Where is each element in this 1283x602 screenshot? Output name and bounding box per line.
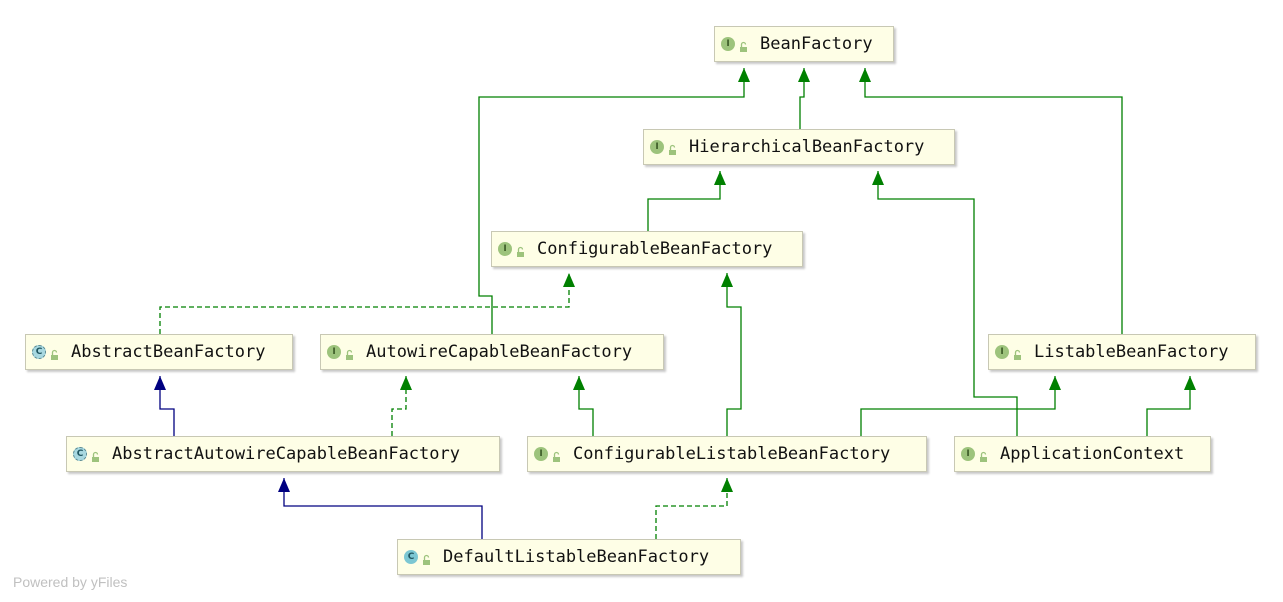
node-label: ListableBeanFactory (1034, 342, 1229, 362)
edge-extends-HierarchicalBeanFactory-to-BeanFactory (798, 68, 810, 129)
node-configurable-listable-bean-factory[interactable]: I ConfigurableListableBeanFactory (527, 436, 927, 472)
edge-extends-ConfigurableBeanFactory-to-HierarchicalBeanFactory (647, 171, 726, 231)
public-visibility-icon (1012, 346, 1024, 360)
interface-icon: I (534, 447, 548, 461)
node-autowire-capable-bean-factory[interactable]: I AutowireCapableBeanFactory (320, 334, 664, 370)
public-visibility-icon (421, 551, 433, 565)
public-visibility-icon (738, 38, 750, 52)
edge-extends-ApplicationContext-to-ListableBeanFactory (1146, 376, 1196, 436)
public-visibility-icon (49, 346, 61, 360)
abstract-class-icon: C (73, 447, 87, 461)
arrowhead (714, 171, 726, 185)
node-abstract-bean-factory[interactable]: C AbstractBeanFactory (25, 334, 293, 370)
arrowhead (1184, 376, 1196, 390)
node-hierarchical-bean-factory[interactable]: I HierarchicalBeanFactory (643, 129, 955, 165)
class-icon: C (404, 550, 418, 564)
arrowhead (278, 478, 290, 492)
interface-icon: I (721, 37, 735, 51)
arrowhead (798, 68, 810, 82)
edge-implements-DefaultListableBeanFactory-to-ConfigurableListableBeanFactory (655, 478, 733, 539)
edge-implements-AbstractBeanFactory-to-ConfigurableBeanFactory (159, 273, 575, 334)
arrowhead (400, 376, 412, 390)
node-label: DefaultListableBeanFactory (443, 547, 710, 567)
arrowhead (573, 376, 585, 390)
node-label: ApplicationContext (1000, 444, 1185, 464)
public-visibility-icon (978, 448, 990, 462)
public-visibility-icon (667, 141, 679, 155)
node-label: BeanFactory (760, 34, 873, 54)
node-label: ConfigurableListableBeanFactory (573, 444, 891, 464)
edge-extends-class-DefaultListableBeanFactory-to-AbstractAutowireCapableBeanFactory (278, 478, 483, 539)
arrowhead (738, 68, 750, 82)
node-bean-factory[interactable]: I BeanFactory (714, 26, 894, 62)
node-default-listable-bean-factory[interactable]: C DefaultListableBeanFactory (397, 539, 741, 575)
interface-icon: I (995, 345, 1009, 359)
arrowhead (859, 68, 871, 82)
node-label: AutowireCapableBeanFactory (366, 342, 633, 362)
abstract-class-icon: C (32, 345, 46, 359)
edge-extends-ConfigurableListableBeanFactory-to-ListableBeanFactory (860, 376, 1061, 436)
node-label: HierarchicalBeanFactory (689, 137, 925, 157)
node-abstract-autowire-capable-bean-factory[interactable]: C AbstractAutowireCapableBeanFactory (66, 436, 500, 472)
public-visibility-icon (90, 448, 102, 462)
edge-extends-ApplicationContext-to-HierarchicalBeanFactory (872, 171, 1018, 436)
edge-extends-AutowireCapableBeanFactory-to-BeanFactory (478, 68, 750, 334)
node-configurable-bean-factory[interactable]: I ConfigurableBeanFactory (491, 231, 803, 267)
node-application-context[interactable]: I ApplicationContext (954, 436, 1211, 472)
node-label: AbstractAutowireCapableBeanFactory (112, 444, 460, 464)
arrowhead (872, 171, 884, 185)
interface-icon: I (498, 242, 512, 256)
node-listable-bean-factory[interactable]: I ListableBeanFactory (988, 334, 1256, 370)
interface-icon: I (961, 447, 975, 461)
public-visibility-icon (515, 243, 527, 257)
node-label: AbstractBeanFactory (71, 342, 266, 362)
edge-extends-ListableBeanFactory-to-BeanFactory (859, 68, 1123, 334)
arrowhead (721, 273, 733, 287)
public-visibility-icon (551, 448, 563, 462)
yfiles-watermark: Powered by yFiles (13, 574, 128, 590)
edge-extends-ConfigurableListableBeanFactory-to-ConfigurableBeanFactory (721, 273, 742, 436)
arrowhead (721, 478, 733, 492)
edge-extends-ConfigurableListableBeanFactory-to-AutowireCapableBeanFactory (573, 376, 594, 436)
edge-implements-AbstractAutowireCapableBeanFactory-to-AutowireCapableBeanFactory (391, 376, 412, 436)
public-visibility-icon (344, 346, 356, 360)
node-label: ConfigurableBeanFactory (537, 239, 773, 259)
interface-icon: I (650, 140, 664, 154)
arrowhead (1049, 376, 1061, 390)
interface-icon: I (327, 345, 341, 359)
arrowhead (154, 376, 166, 390)
edge-extends-class-AbstractAutowireCapableBeanFactory-to-AbstractBeanFactory (154, 376, 175, 436)
arrowhead (563, 273, 575, 287)
